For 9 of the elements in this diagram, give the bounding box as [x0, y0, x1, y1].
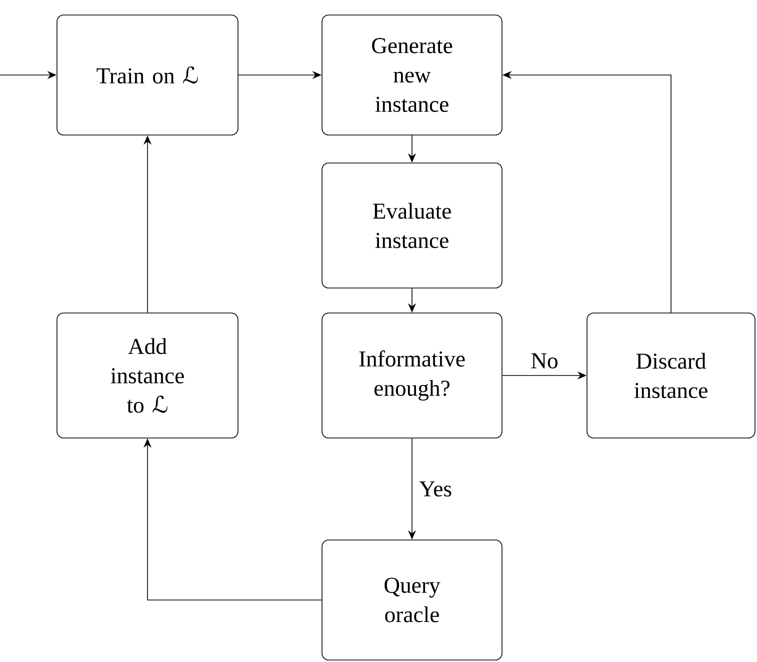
process-box: Train on ℒ — [56, 14, 238, 136]
process-box: Generate new instance — [322, 14, 502, 136]
process-box: Add instance to ℒ — [56, 312, 238, 438]
process-box: Evaluate instance — [322, 162, 502, 288]
edge-label: No — [528, 350, 562, 372]
edge-label: Yes — [416, 478, 455, 500]
process-box: Query oracle — [322, 540, 502, 660]
process-box: Informative enough? — [322, 312, 502, 438]
process-box: Discard instance — [586, 312, 756, 438]
